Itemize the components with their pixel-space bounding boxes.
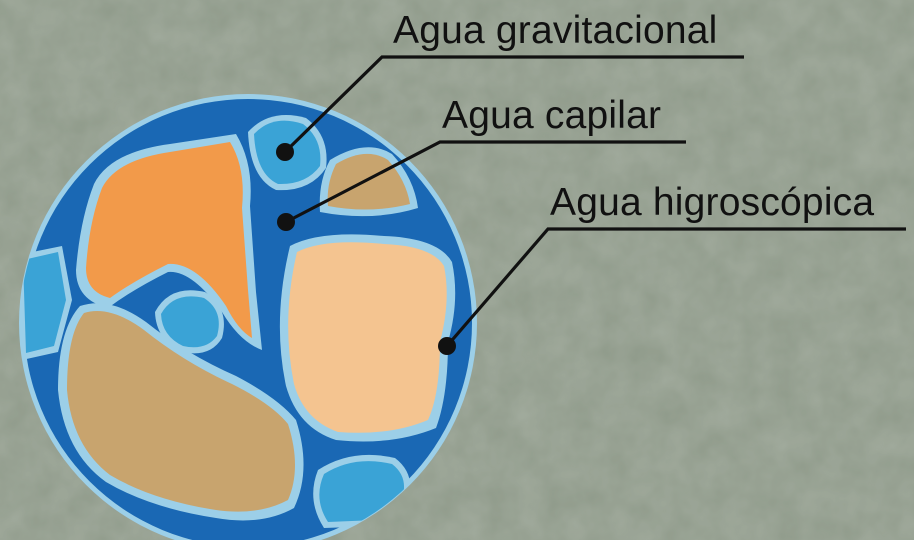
label-hygroscopic: Agua higroscópica <box>550 181 874 224</box>
soil-particle-peach-core <box>288 242 447 433</box>
soil-sample <box>18 94 477 540</box>
label-gravitational: Agua gravitacional <box>393 9 717 52</box>
label-capillary: Agua capilar <box>442 94 661 137</box>
leader-dot-gravitational <box>276 143 294 161</box>
leader-dot-hygroscopic <box>438 337 456 355</box>
leader-dot-capillary <box>277 213 295 231</box>
